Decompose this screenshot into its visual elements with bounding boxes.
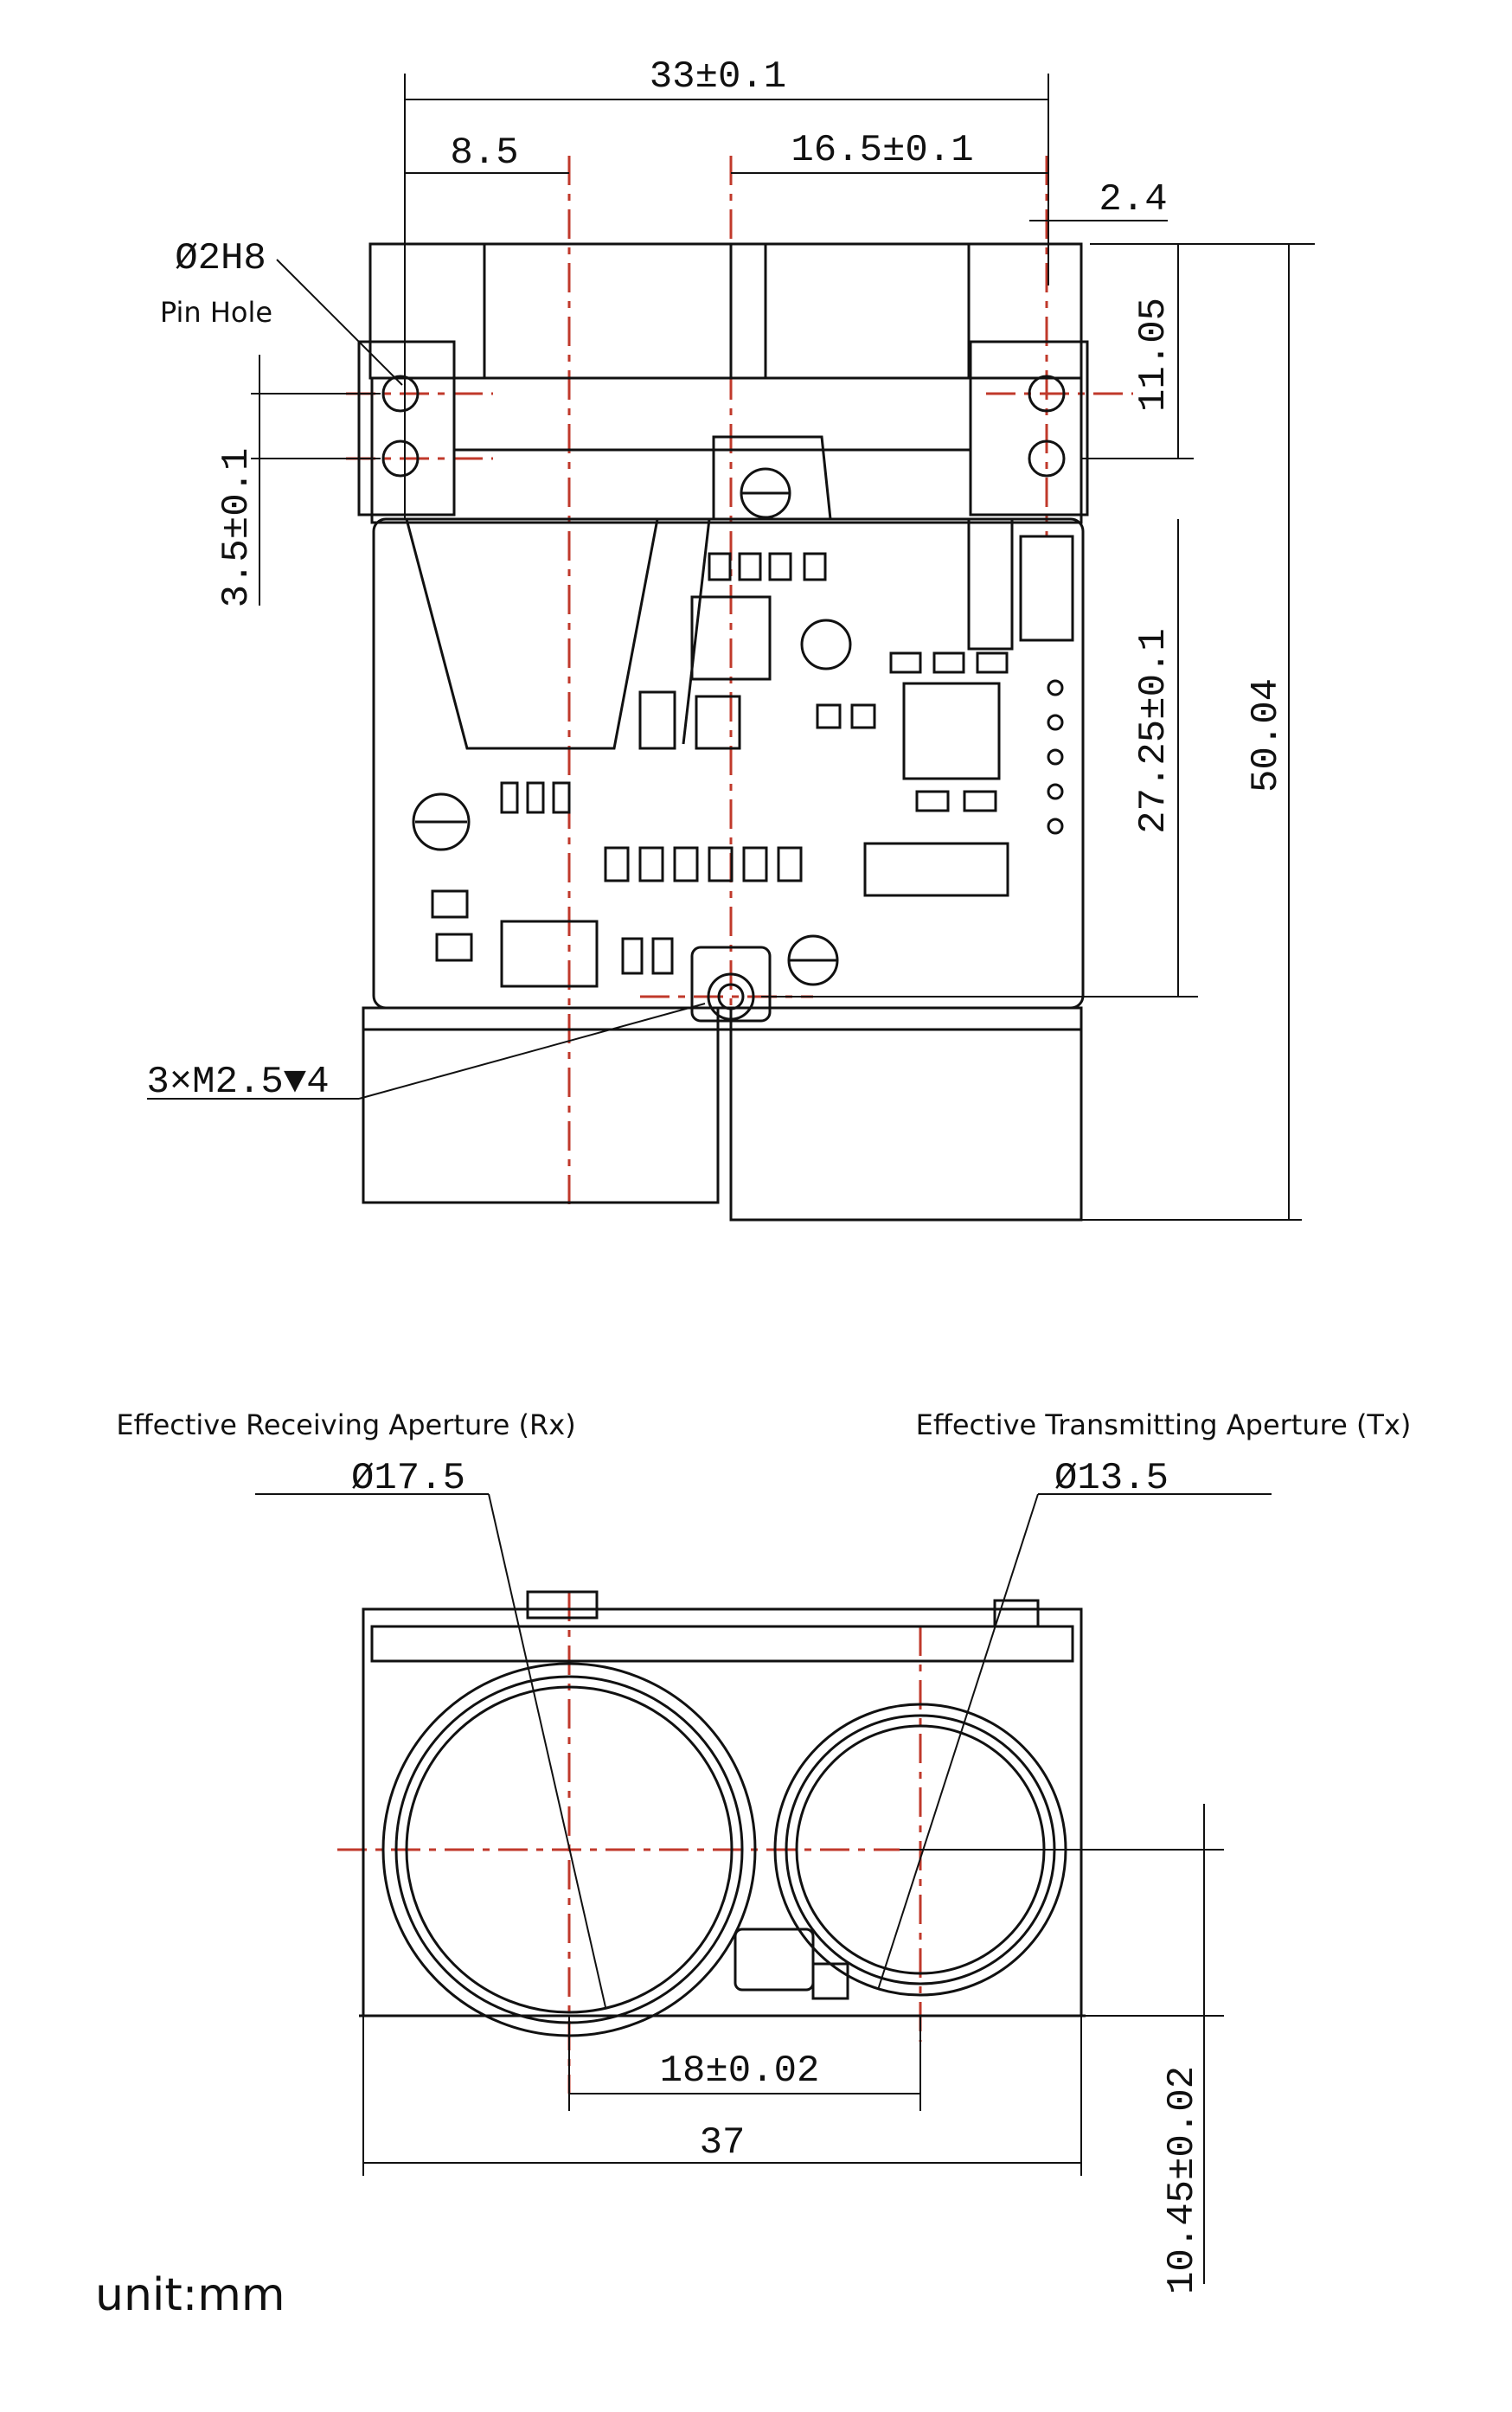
dim-mount-holes: 3×M2.5▼4 [146, 1061, 329, 1104]
dim-pin-hole: Ø2H8 [175, 237, 266, 280]
top-view: 33±0.1 8.5 16.5±0.1 2.4 Ø2H8 Pin Hole 3.… [146, 55, 1315, 1222]
dim-left-center-offset: 8.5 [450, 132, 518, 175]
top-dimension-lines [147, 74, 1315, 1221]
dim-right-center-offset: 16.5±0.1 [791, 129, 973, 172]
pin-hole-label: Pin Hole [160, 296, 272, 329]
front-view: Effective Receiving Aperture (Rx) Effect… [116, 1408, 1411, 2294]
dim-right-edge-offset: 2.4 [1099, 178, 1167, 221]
front-center-lines [337, 1592, 922, 2094]
dim-rx-diameter: Ø17.5 [351, 1457, 465, 1500]
dim-hole-spacing: 27.25±0.1 [1132, 628, 1176, 834]
dim-axis-height: 10.45±0.02 [1161, 2066, 1204, 2294]
dim-pin-spacing: 3.5±0.1 [215, 448, 259, 608]
dim-total-height: 50.04 [1245, 678, 1288, 792]
pcb-components [412, 552, 1064, 988]
tx-caption: Effective Transmitting Aperture (Tx) [916, 1408, 1412, 1441]
front-body-outline [359, 1590, 1086, 2037]
dim-front-total-width: 37 [700, 2121, 746, 2165]
front-dimension-lines [255, 1493, 1272, 2284]
dim-pin-to-top: 11.05 [1132, 298, 1176, 412]
module-body-outline [357, 242, 1089, 1222]
dim-total-width: 33±0.1 [650, 55, 786, 99]
dim-tx-diameter: Ø13.5 [1054, 1457, 1169, 1500]
dim-aperture-spacing: 18±0.02 [660, 2050, 820, 2093]
unit-label: unit:mm [95, 2269, 285, 2321]
top-center-lines [346, 156, 1133, 1211]
rx-caption: Effective Receiving Aperture (Rx) [116, 1408, 575, 1441]
